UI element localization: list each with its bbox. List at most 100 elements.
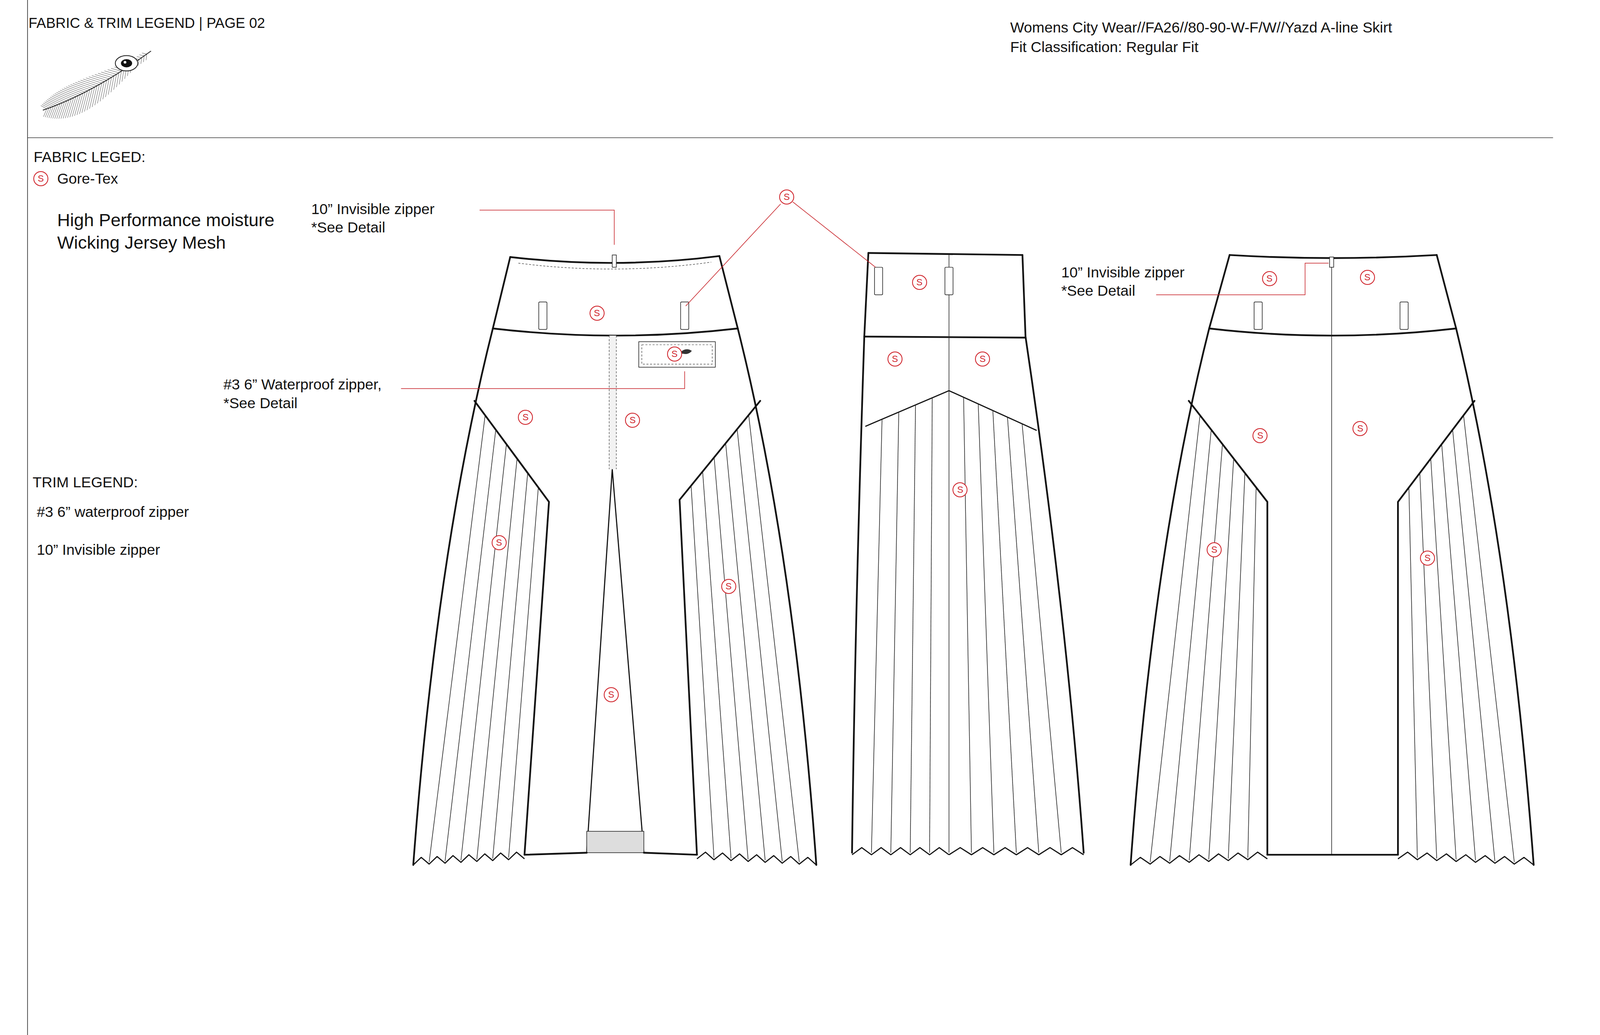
header-text: Fit Classification: Regular Fit [1010,37,1199,57]
waistband-seam [1209,328,1457,336]
feather-barb [64,87,81,95]
fabric-symbol: S [1352,421,1368,437]
pleat-line [1430,458,1457,860]
waistband-seam [492,328,738,336]
feather-barb [110,75,114,93]
feather-barb [142,52,148,55]
waistband-side [1209,255,1230,329]
feather-barb [43,103,52,108]
fabric-symbol: S [887,351,903,367]
fabric-symbol: S [952,482,968,498]
pleat-line [1441,444,1476,861]
feather-spine [42,50,152,110]
trim-item: 10” Invisible zipper [36,540,160,560]
feather-barb [60,90,76,98]
callout-text: #3 6” Waterproof zipper, *See Detail [223,375,408,413]
pleat-line [445,430,496,862]
feather-barb [45,100,56,106]
fabric-symbol: S [721,579,737,595]
feather-barb [101,72,115,76]
pleat-line [910,405,916,853]
pleat-hem [852,847,950,855]
feather-barb [105,78,110,98]
side-seam [737,328,817,866]
belt-loop [1254,302,1263,330]
belt-loop [945,267,954,295]
pleat-line [1408,487,1418,858]
hem [524,852,698,855]
feather-barb [92,85,98,108]
callout-text: 10” Invisible zipper *See Detail [311,200,462,238]
feather-barb [66,86,83,94]
pleat-hem [949,847,1084,855]
belt-loop [1400,302,1409,330]
pleat-line [1420,473,1438,860]
panel-seam [1188,400,1268,855]
pleat-line [492,473,528,860]
pleat-hem [1397,852,1534,866]
pleat-hem [697,852,817,866]
leader-line [792,202,876,268]
page-title: FABRIC & TRIM LEGEND | PAGE 02 [28,14,265,33]
fabric-symbol: S [1360,270,1375,285]
pleat-line [737,429,783,862]
front-view [413,255,817,865]
side-seam [1130,328,1210,866]
panel-seam [679,400,760,855]
side-outline [852,252,869,853]
fabric-symbol: S [1420,550,1435,566]
pleat-line [1150,415,1200,863]
pleat-line [871,419,882,854]
hem [1267,854,1398,856]
fabric-symbol: S [603,687,619,703]
pleat-group [1150,415,1256,863]
feather-eye [115,55,138,71]
fabric-symbol: S [1206,542,1222,558]
feather-barb [100,81,105,102]
pleat-line [1022,424,1062,854]
callout-text: 10” Invisible zipper *See Detail [1061,263,1212,301]
drawing-group [27,0,1553,1035]
side-outline [1022,255,1084,853]
pleat-group [963,397,1062,853]
waistband-side [1436,255,1457,329]
pocket-stitch [641,345,713,365]
feather-barb [56,92,72,99]
pleat-line [725,443,766,861]
pleat-line [1247,487,1257,858]
zip-pocket [638,341,716,368]
fabric-description: High Performance moisture Wicking Jersey… [57,209,308,254]
pleats [413,397,1534,866]
pleat-line [702,471,731,859]
pleat-line [1452,430,1495,862]
pleat-line [978,404,995,854]
feather-barb [94,84,100,106]
fabric-symbol: S [625,412,640,428]
fabric-symbol: S [667,346,683,362]
feather-barb [87,88,93,110]
pleat-hem [1130,852,1268,866]
leader-line [400,371,685,389]
feather-barb [102,80,107,100]
feather-barb [104,70,117,75]
zipper-stitch [608,335,610,470]
feather-barb [116,72,119,88]
legend-heading: TRIM LEGEND: [32,473,138,492]
fabric-symbol: S [1252,428,1268,444]
center-back-seam [1331,259,1332,855]
fabric-symbol: S [589,305,605,321]
pleat-line [748,415,800,863]
feather-barb [83,79,100,85]
feather-barb [88,76,105,82]
zipper-pull [612,255,617,268]
trim-item: #3 6” waterproof zipper [36,502,189,522]
leader-line [479,210,615,245]
pleat-line [890,412,899,853]
feather-barb [139,55,145,57]
feather-barb [122,69,125,82]
header-text: Womens City Wear//FA26//80-90-W-F/W//Yaz… [1010,18,1393,37]
pleat-line [508,487,539,858]
pleat-group [871,397,933,853]
